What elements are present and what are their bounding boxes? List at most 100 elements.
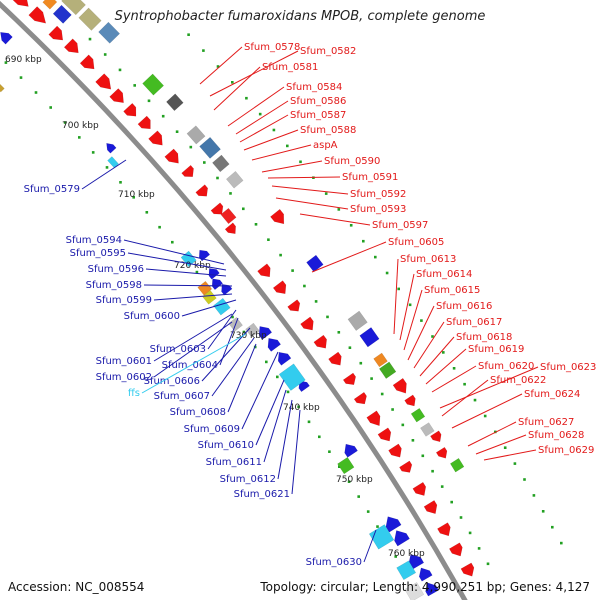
tick-dot [486,562,490,566]
gene-label: Sfum_0592 [350,189,406,200]
gene-feature [448,542,463,557]
tick-dot [349,224,353,227]
gene-feature [221,283,233,296]
tick-dot [421,454,425,458]
label-leader-line [255,379,285,446]
gene-label: Sfum_0628 [528,430,584,441]
gene-feature [437,522,451,537]
gene-label: Sfum_0588 [300,125,356,136]
gene-feature [0,83,5,93]
tick-dot [314,300,318,303]
gene-feature [164,148,179,164]
tick-dot [324,192,328,195]
label-leader-line [239,114,289,143]
gene-label: Sfum_0617 [446,317,502,328]
gene-feature [272,280,287,295]
tick-dot [132,196,135,199]
gene-feature [245,322,260,338]
backbone-layer [0,0,468,600]
label-leader-line [213,66,261,111]
gene-label: Sfum_0582 [300,46,356,57]
label-leader-line [399,273,415,341]
gene-label: Sfum_0616 [436,301,492,312]
tick-dot [231,315,234,319]
gene-feature [287,299,301,312]
scale-tick-label: 690 kbp [5,55,42,65]
tick-dot [442,351,445,354]
tick-dot [431,335,434,338]
gene-feature [137,115,151,130]
label-leader-line [291,409,301,495]
gene-feature [270,208,285,225]
gene-feature [337,456,355,475]
tick-dot [245,96,248,100]
label-leader-line [263,389,287,463]
tick-dot [408,303,412,307]
gene-label: Sfum_0610 [198,440,254,451]
tick-dot [503,446,507,449]
gene-feature [98,21,121,44]
tick-dot [231,81,234,84]
gene-feature [225,170,244,189]
label-leader-line [413,321,445,369]
tick-dot [401,423,405,427]
label-leader-line [227,86,285,127]
tick-dot [513,462,517,465]
tick-dot [357,495,360,498]
gene-label: Sfum_0597 [372,220,428,231]
tick-dot [297,405,300,409]
label-leader-line [153,293,233,301]
tick-dot [147,99,151,103]
gene-label: aspA [313,140,338,151]
tick-dot [337,208,341,211]
scale-tick-label: 720 kbp [174,261,211,271]
tick-dot [171,240,174,244]
gene-feature [210,202,224,215]
label-leader-line [235,100,289,135]
tick-dot [523,478,526,481]
gene-feature [12,0,29,7]
gene-label: Sfum_0584 [286,82,342,93]
gene-feature [347,310,368,331]
gene-label: Sfum_0591 [342,172,398,183]
gene-label: Sfum_0602 [96,372,152,383]
tick-dot [299,160,302,164]
gene-feature [313,334,327,349]
tick-dot [307,420,311,424]
tick-dot [265,360,268,364]
label-leader-line [243,129,299,151]
label-leader-line [451,393,523,429]
label-leader-line [277,399,293,480]
label-leader-line [467,421,517,447]
tick-dot [326,315,329,319]
gene-label: Sfum_0612 [220,474,276,485]
gene-label: Sfum_0609 [184,424,240,435]
gene-feature [359,327,380,348]
scale-tick-label: 750 kbp [336,475,373,485]
label-leader-line [127,252,227,271]
label-leader-line [153,313,233,362]
gene-label: Sfum_0620 [478,361,534,372]
tick-dot [391,408,394,411]
gene-label: Sfum_0600 [124,311,180,322]
gene-label: Sfum_0622 [490,375,546,386]
tick-dot [229,192,232,195]
tick-dot [440,485,444,488]
scale-tick-label: 760 kbp [388,549,425,559]
tick-dot [374,255,377,259]
tick-dot [397,287,400,291]
tick-dot [532,494,536,497]
gene-feature [61,0,86,16]
tick-dot [203,161,206,164]
tick-dot [4,61,8,64]
gene-feature [181,164,194,177]
label-leader-line [483,449,537,461]
label-leader-line [419,336,455,377]
gene-label: Sfum_0627 [518,417,574,428]
tick-dot [431,469,434,473]
gene-feature [430,430,442,443]
gene-feature [52,4,72,24]
gene-label: Sfum_0601 [96,356,152,367]
tick-dot [380,392,384,396]
